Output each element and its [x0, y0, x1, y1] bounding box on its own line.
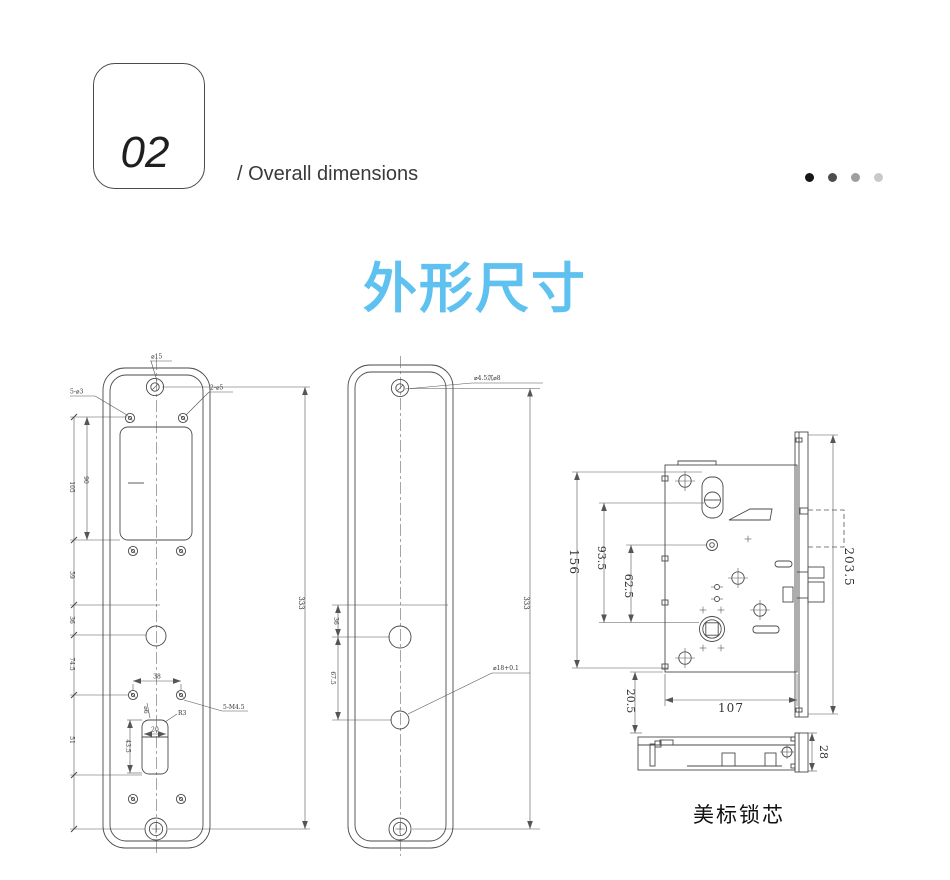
dim-label-left-screws: 5-⌀3 [70, 389, 83, 396]
dim-label-body-width: 107 [718, 701, 744, 715]
dim-label-faceplate-height: 203.5 [842, 547, 856, 586]
pagination-dot-1[interactable] [805, 173, 814, 182]
page-title: 外形尺寸 [363, 259, 587, 319]
dim-label-front-height: 333 [297, 596, 305, 609]
section-number-badge: 02 [93, 63, 205, 189]
dim-label-bottom-offset: 20.5 [624, 689, 637, 714]
dim-label-105: 105 [68, 481, 75, 493]
lock-cylinder-caption: 美标锁芯 [693, 804, 785, 827]
dim-label-body-height: 156 [567, 549, 581, 575]
dim-label-36: 36 [68, 616, 75, 624]
dim-label-faceplate-width: 28 [817, 745, 830, 759]
dim-label-51: 51 [68, 736, 75, 744]
pagination-dot-3[interactable] [851, 173, 860, 182]
dim-label-keyhole-height: 43.5 [124, 739, 131, 753]
dim-label-keyhole-radius: R3 [178, 710, 187, 717]
dim-label-back-height: 333 [522, 596, 530, 609]
pagination-dots [805, 173, 883, 182]
dim-label-90: 90 [82, 476, 89, 484]
dim-label-back-36: 36 [332, 617, 339, 625]
lock-top-view-drawing: 28 美标锁芯 [637, 732, 830, 827]
dim-label-lower-hole: ⌀18+0.1 [493, 665, 519, 672]
pagination-dot-2[interactable] [828, 173, 837, 182]
dim-label-74-5: 74.5 [68, 657, 75, 671]
pagination-dot-4[interactable] [874, 173, 883, 182]
dim-label-hub-spindle: 62.5 [622, 574, 635, 599]
dim-label-mount-screws: 5-M4.5 [223, 704, 245, 711]
dim-label-right-screws: 2-⌀5 [210, 385, 223, 392]
dim-label-screw-span: 38 [153, 674, 161, 681]
back-panel-drawing: ⌀4.5沉⌀8 36 67.5 ⌀18+0.1 333 [329, 356, 543, 856]
lock-body-drawing: 156 93.5 62.5 203.5 107 20.5 [567, 431, 856, 734]
dim-label-59: 59 [68, 571, 75, 579]
front-panel-drawing: ⌀15 5-⌀3 2-⌀5 105 90 59 36 74.5 51 [68, 354, 310, 856]
section-number: 02 [120, 128, 170, 177]
dim-label-back-top-screw: ⌀4.5沉⌀8 [474, 374, 501, 382]
dim-label-top-screw: ⌀15 [151, 354, 162, 361]
dim-label-cyl-spindle: 93.5 [595, 546, 608, 571]
dim-label-keyhole-hole: ⌀6 [142, 706, 149, 714]
dim-label-keyhole-width: 20 [151, 727, 159, 734]
dim-label-back-67-5: 67.5 [329, 671, 336, 685]
section-title: / Overall dimensions [237, 163, 419, 185]
